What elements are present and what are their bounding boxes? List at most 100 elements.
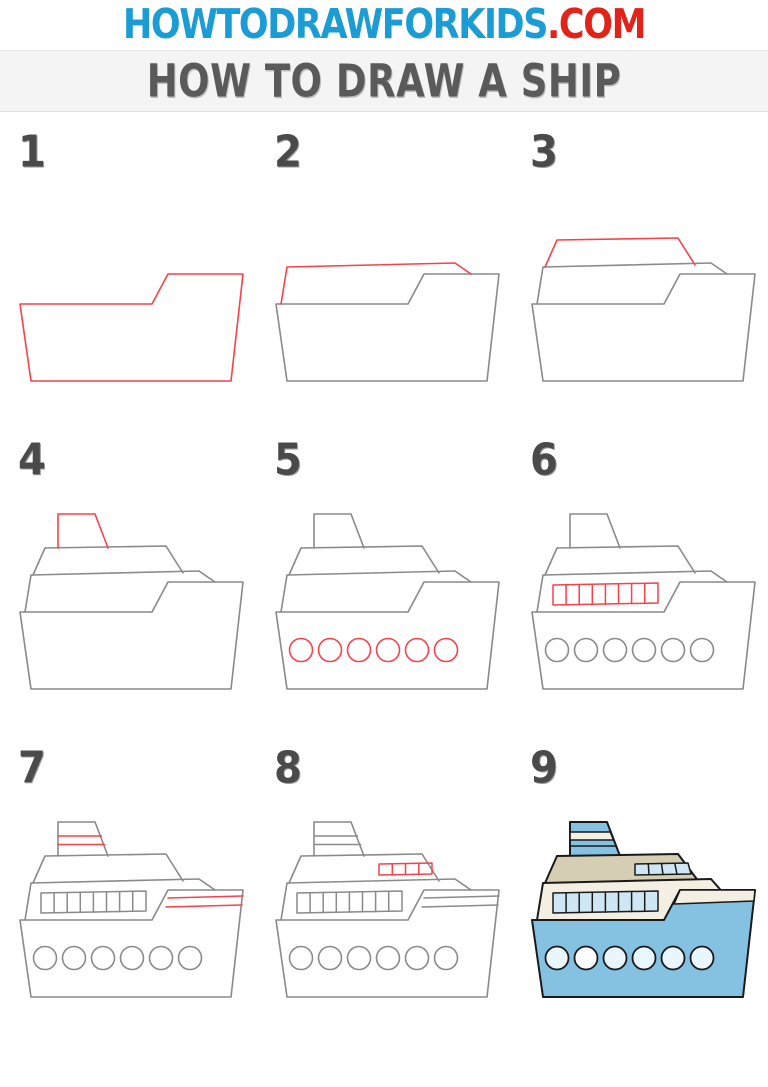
- ship-deck-lower-outline: [280, 570, 472, 613]
- ship-deck-windows-group: [296, 890, 403, 914]
- ship-hull-outline: [275, 273, 500, 382]
- porthole: [317, 945, 343, 971]
- step-number-7: 7: [18, 742, 46, 794]
- porthole: [288, 945, 314, 971]
- step-number-3: 3: [530, 126, 558, 178]
- ship-portholes-group: [288, 945, 459, 971]
- ship-stern-stripes-group: [421, 895, 500, 908]
- upper-window-divider: [674, 862, 678, 876]
- step-cell-6[interactable]: 6: [512, 426, 768, 734]
- stern-stripe: [165, 904, 243, 908]
- step-cell-2[interactable]: 2: [256, 118, 512, 426]
- porthole: [573, 945, 599, 971]
- step-drawing-6: [512, 460, 768, 722]
- porthole: [573, 637, 599, 663]
- upper-window-divider: [660, 862, 664, 876]
- step-cell-1[interactable]: 1: [0, 118, 256, 426]
- ship-deck-lower-outline: [536, 262, 728, 305]
- porthole: [660, 945, 686, 971]
- ship-funnel-stripes-group: [57, 835, 106, 846]
- porthole: [177, 945, 203, 971]
- step-cell-9[interactable]: 9: [512, 734, 768, 1042]
- step-number-9: 9: [530, 742, 558, 794]
- porthole: [119, 945, 145, 971]
- stern-stripe: [421, 904, 499, 908]
- ship-deck-upper-outline: [288, 853, 440, 884]
- brand-tld-text: .com: [547, 0, 646, 49]
- ship-hull-outline: [275, 581, 500, 690]
- step-drawing-9: [512, 768, 768, 1030]
- ship-hull-outline: [19, 889, 244, 998]
- step-drawing-5: [256, 460, 512, 722]
- title-band: HOW TO DRAW A SHIP: [0, 50, 768, 112]
- ship-funnel-outline: [57, 821, 109, 857]
- step-drawing-4: [0, 460, 256, 722]
- step-number-5: 5: [274, 434, 302, 486]
- upper-window-band: [378, 862, 433, 876]
- porthole: [317, 637, 343, 663]
- ship-hull-outline: [531, 581, 756, 690]
- ship-upper-windows-group: [634, 862, 692, 876]
- ship-deck-upper-outline: [544, 237, 696, 268]
- step-cell-8[interactable]: 8: [256, 734, 512, 1042]
- porthole: [631, 637, 657, 663]
- step-cell-4[interactable]: 4: [0, 426, 256, 734]
- porthole: [288, 637, 314, 663]
- step-number-4: 4: [18, 434, 46, 486]
- ship-funnel-outline: [569, 513, 621, 549]
- ship-deck-windows-group: [552, 890, 659, 914]
- step-cell-3[interactable]: 3: [512, 118, 768, 426]
- porthole: [544, 945, 570, 971]
- stern-stripe: [167, 895, 244, 899]
- ship-upper-windows-group: [378, 862, 433, 876]
- ship-portholes-group: [544, 637, 715, 663]
- ship-deck-upper-outline: [32, 545, 184, 576]
- ship-hull-outline: [275, 889, 500, 998]
- tutorial-steps-grid: 1 2 3: [0, 112, 768, 1042]
- ship-deck-windows-group: [552, 582, 659, 606]
- ship-funnel-outline: [313, 821, 365, 857]
- stern-stripe: [423, 895, 500, 899]
- step-drawing-8: [256, 768, 512, 1030]
- step-cell-7[interactable]: 7: [0, 734, 256, 1042]
- porthole: [148, 945, 174, 971]
- porthole: [602, 637, 628, 663]
- porthole: [433, 945, 459, 971]
- porthole: [602, 945, 628, 971]
- porthole: [346, 945, 372, 971]
- funnel-stripe-band: [569, 831, 615, 841]
- ship-deck-upper-outline: [32, 853, 184, 884]
- porthole: [375, 945, 401, 971]
- step-cell-5[interactable]: 5: [256, 426, 512, 734]
- site-header: HOWTODRAWFORKIDS.com: [0, 0, 768, 50]
- ship-stern-stripes-group: [165, 895, 244, 908]
- upper-window-divider: [647, 863, 650, 876]
- porthole: [689, 945, 715, 971]
- site-brand-logo[interactable]: HOWTODRAWFORKIDS.com: [123, 0, 646, 49]
- ship-hull-outline: [19, 273, 244, 382]
- deck-window-band: [296, 890, 403, 914]
- ship-deck-lower-outline: [24, 570, 216, 613]
- step-drawing-1: [0, 152, 256, 414]
- ship-deck-upper-outline: [288, 545, 440, 576]
- porthole: [404, 637, 430, 663]
- deck-window-band: [40, 890, 147, 914]
- porthole: [90, 945, 116, 971]
- ship-deck-lower-outline: [280, 878, 472, 921]
- ship-deck-windows-group: [40, 890, 147, 914]
- step-drawing-7: [0, 768, 256, 1030]
- ship-deck-lower-outline: [280, 262, 472, 305]
- porthole: [689, 637, 715, 663]
- ship-portholes-group: [32, 945, 203, 971]
- porthole: [404, 945, 430, 971]
- porthole: [61, 945, 87, 971]
- page-title: HOW TO DRAW A SHIP: [146, 54, 622, 108]
- ship-deck-upper-outline: [544, 545, 696, 576]
- ship-hull-outline: [531, 273, 756, 382]
- ship-funnel-stripes-group: [313, 835, 362, 846]
- porthole: [544, 637, 570, 663]
- porthole: [631, 945, 657, 971]
- step-drawing-2: [256, 152, 512, 414]
- porthole: [375, 637, 401, 663]
- ship-hull-outline: [19, 581, 244, 690]
